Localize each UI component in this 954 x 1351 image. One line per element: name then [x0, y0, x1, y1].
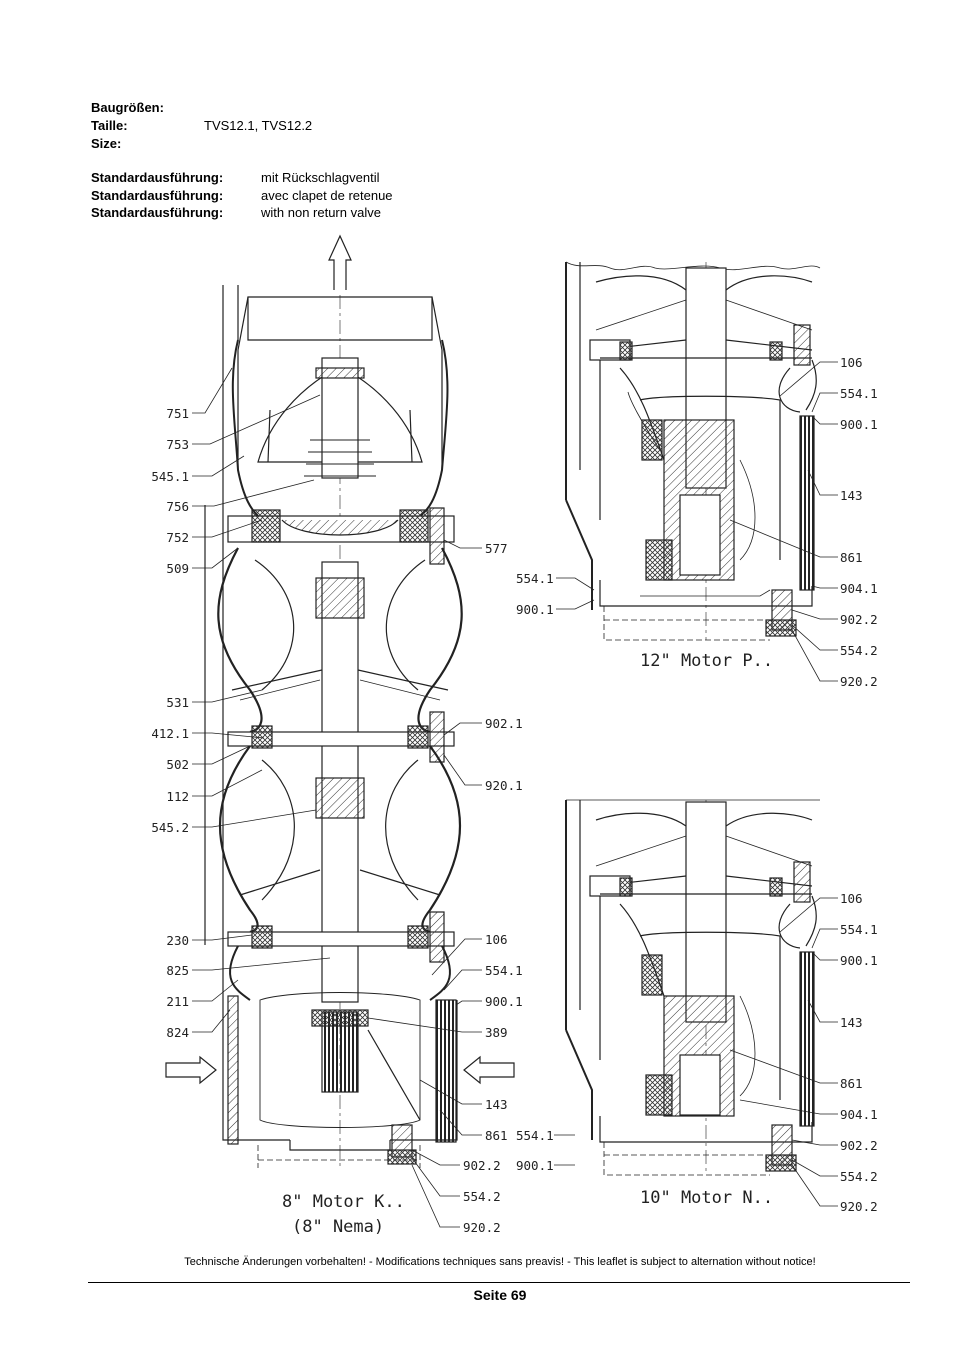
label-920-2: 920.2 [463, 1220, 501, 1235]
label-10in-106: 106 [840, 891, 863, 906]
label-412-1: 412.1 [151, 726, 189, 741]
label-12in-554-1: 554.1 [840, 386, 878, 401]
label-861: 861 [485, 1128, 508, 1143]
std-value-en: with non return valve [261, 205, 381, 220]
motor-10in-drawing [565, 799, 820, 1176]
label-10in-554-2: 554.2 [840, 1169, 878, 1184]
label-577: 577 [485, 541, 508, 556]
label-753: 753 [166, 437, 189, 452]
label-554-2: 554.2 [463, 1189, 501, 1204]
label-12in-left-900-1: 900.1 [516, 602, 554, 617]
size-label-fr: Taille: [91, 118, 128, 133]
label-12in-143: 143 [840, 488, 863, 503]
caption-12in-motor: 12" Motor P.. [640, 651, 773, 671]
label-12in-106: 106 [840, 355, 863, 370]
label-bottom-900-1: 900.1 [516, 1158, 554, 1173]
label-751: 751 [166, 406, 189, 421]
label-211: 211 [166, 994, 189, 1009]
label-902-1: 902.1 [485, 716, 523, 731]
label-900-1: 900.1 [485, 994, 523, 1009]
label-10in-143: 143 [840, 1015, 863, 1030]
size-value: TVS12.1, TVS12.2 [204, 118, 313, 133]
label-545-2: 545.2 [151, 820, 189, 835]
std-value-de: mit Rückschlagventil [261, 170, 380, 185]
page-number: Seite 69 [473, 1287, 527, 1303]
label-12in-900-1: 900.1 [840, 417, 878, 432]
label-545-1: 545.1 [151, 469, 189, 484]
label-10in-920-2: 920.2 [840, 1199, 878, 1214]
label-12in-902-2: 902.2 [840, 612, 878, 627]
label-12in-861: 861 [840, 550, 863, 565]
size-label-de: Baugrößen: [91, 100, 164, 115]
label-112: 112 [166, 789, 189, 804]
label-12in-left-554-1: 554.1 [516, 571, 554, 586]
label-10in-902-2: 902.2 [840, 1138, 878, 1153]
label-143: 143 [485, 1097, 508, 1112]
label-12in-554-2: 554.2 [840, 643, 878, 658]
motor-12in-drawing [565, 261, 821, 641]
label-554-1: 554.1 [485, 963, 523, 978]
label-509: 509 [166, 561, 189, 576]
label-902-2: 902.2 [463, 1158, 501, 1173]
label-389: 389 [485, 1025, 508, 1040]
label-12in-904-1: 904.1 [840, 581, 878, 596]
label-752: 752 [166, 530, 189, 545]
std-label-2: Standardausführung: [91, 188, 224, 203]
label-10in-904-1: 904.1 [840, 1107, 878, 1122]
footer-divider [88, 1282, 910, 1283]
main-pump-drawing [165, 234, 515, 1170]
label-756: 756 [166, 499, 189, 514]
std-label-3: Standardausführung: [91, 205, 224, 220]
disclaimer-note: Technische Änderungen vorbehalten! - Mod… [184, 1256, 816, 1268]
caption-8in-nema: (8" Nema) [292, 1217, 384, 1237]
label-10in-861: 861 [840, 1076, 863, 1091]
label-bottom-554-1: 554.1 [516, 1128, 554, 1143]
size-label-en: Size: [91, 136, 122, 151]
label-10in-554-1: 554.1 [840, 922, 878, 937]
label-230: 230 [166, 933, 189, 948]
label-10in-900-1: 900.1 [840, 953, 878, 968]
label-502: 502 [166, 757, 189, 772]
label-920-1: 920.1 [485, 778, 523, 793]
label-825: 825 [166, 963, 189, 978]
std-label-1: Standardausführung: [91, 170, 224, 185]
label-531: 531 [166, 695, 189, 710]
caption-8in-motor: 8" Motor K.. [282, 1192, 405, 1212]
label-824: 824 [166, 1025, 189, 1040]
label-106: 106 [485, 932, 508, 947]
std-value-fr: avec clapet de retenue [261, 188, 393, 203]
caption-10in-motor: 10" Motor N.. [640, 1188, 773, 1208]
label-12in-920-2: 920.2 [840, 674, 878, 689]
